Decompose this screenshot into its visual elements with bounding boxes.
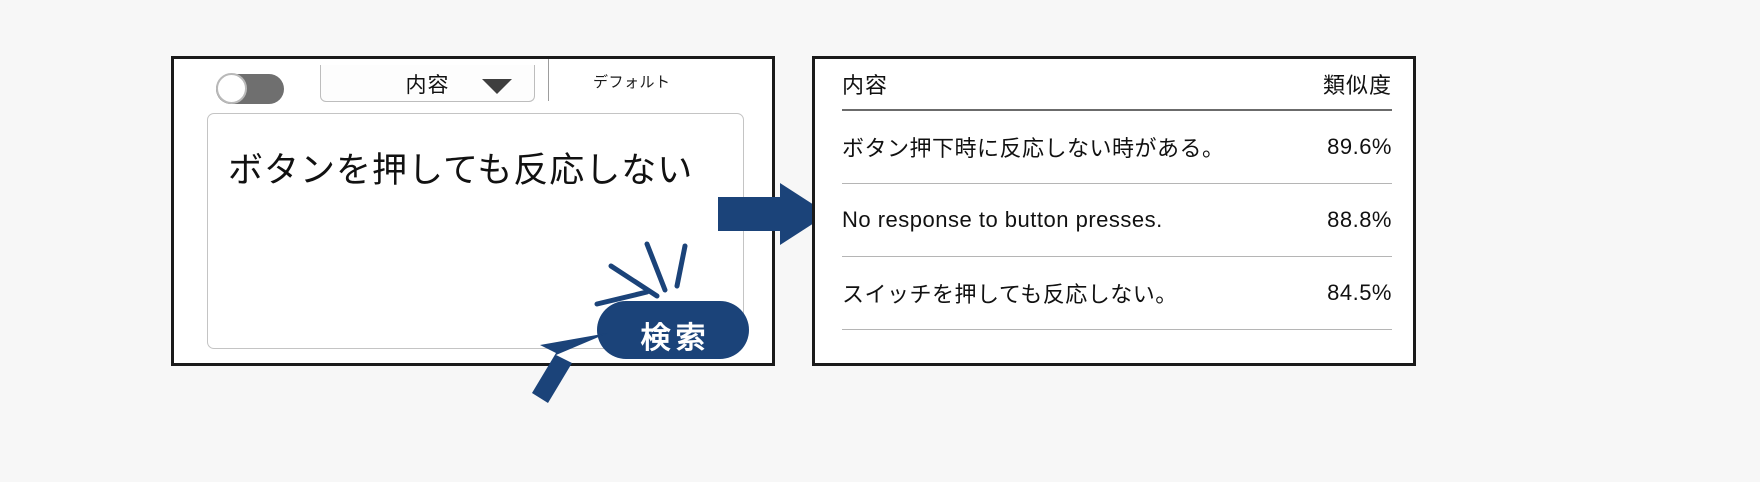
table-header-row: 内容 類似度 <box>842 59 1392 111</box>
results-table: 内容 類似度 ボタン押下時に反応しない時がある。 89.6% No respon… <box>842 59 1392 330</box>
field-select-dropdown[interactable]: 内容 <box>320 65 535 102</box>
column-header-similarity: 類似度 <box>1260 59 1392 111</box>
query-text: ボタンを押しても反応しない <box>228 151 694 190</box>
default-label: デフォルト <box>593 74 671 91</box>
cell-similarity: 89.6% <box>1260 110 1392 184</box>
table-row[interactable]: No response to button presses. 88.8% <box>842 183 1392 257</box>
right-arrow-icon <box>718 183 828 245</box>
search-button-label: 検索 <box>640 322 711 355</box>
cell-similarity: 88.8% <box>1260 183 1392 257</box>
cell-content: ボタン押下時に反応しない時がある。 <box>842 110 1260 184</box>
chevron-down-icon <box>482 79 512 94</box>
dropdown-selected-value: 内容 <box>405 74 450 97</box>
search-form-panel: 内容 デフォルト ボタンを押しても反応しない 検索 <box>171 56 775 403</box>
search-button[interactable]: 検索 <box>597 301 749 359</box>
column-header-content: 内容 <box>842 59 1260 111</box>
cell-content: スイッチを押しても反応しない。 <box>842 256 1260 330</box>
cell-content: No response to button presses. <box>842 183 1260 257</box>
header-divider <box>548 59 549 101</box>
results-panel: 内容 類似度 ボタン押下時に反応しない時がある。 89.6% No respon… <box>812 56 1416 366</box>
table-row[interactable]: スイッチを押しても反応しない。 84.5% <box>842 256 1392 330</box>
toggle-knob <box>216 73 247 104</box>
cell-similarity: 84.5% <box>1260 256 1392 330</box>
table-row[interactable]: ボタン押下時に反応しない時がある。 89.6% <box>842 110 1392 184</box>
mode-toggle[interactable] <box>216 73 284 104</box>
